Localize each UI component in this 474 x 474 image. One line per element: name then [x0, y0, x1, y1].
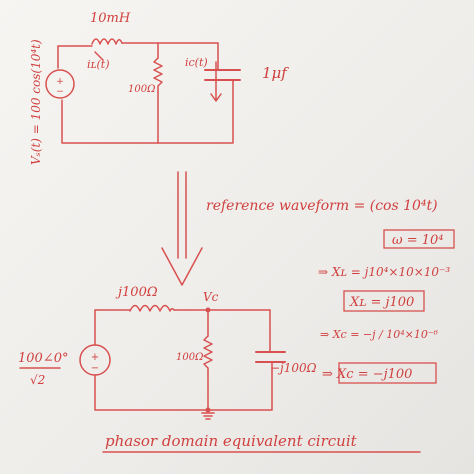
top-source-circle: [45, 69, 75, 99]
top-source-minus-icon: −: [56, 87, 64, 97]
phasor-source-circle: [79, 344, 111, 376]
phasor-capacitor-label: −j100Ω: [270, 361, 317, 375]
xc-result-box: [338, 362, 437, 384]
omega-value: ω = 10⁴: [392, 233, 444, 248]
calc-line-4: ⇒ Xc = −j100: [322, 367, 412, 382]
caption-text: phasor domain equivalent circuit: [105, 432, 358, 450]
phasor-resistor-label: 100Ω: [176, 352, 203, 363]
top-source-plus-icon: +: [56, 77, 64, 87]
phasor-node-label: Vc: [203, 290, 219, 304]
vc-node-dot: [205, 307, 211, 313]
top-resistor-zigzag: [153, 57, 163, 93]
ground-icon: [201, 412, 215, 420]
phasor-wire-bottom: [94, 371, 273, 411]
transform-down-arrow-icon: [161, 171, 203, 286]
ic-arrow-icon: [210, 61, 222, 102]
top-circuit: + −: [45, 38, 241, 144]
ground-node-dot: [205, 407, 211, 413]
top-wire-bottom: [61, 81, 234, 144]
xl-result-box: [343, 290, 425, 312]
source-equation-label: Vₛ(t) = 100 cos(10⁴t): [29, 39, 43, 165]
il-arrow-icon: [94, 51, 104, 61]
phasor-source-plus-icon: +: [91, 352, 99, 363]
omega-box: [383, 229, 455, 249]
top-resistor-label: 100Ω: [128, 84, 155, 95]
top-inductor-coil: [91, 38, 123, 45]
calc-line-2: Xʟ = j100: [349, 295, 414, 310]
inductor-current-label: iʟ(t): [87, 58, 110, 71]
phasor-inductor-label: j100Ω: [115, 285, 158, 300]
phasor-circuit: + −: [79, 304, 286, 420]
reference-waveform-text: reference waveform = (cos 10⁴t): [206, 198, 438, 214]
phasor-resistor-zigzag: [203, 335, 213, 373]
phasor-source-magnitude: 100∠0°: [18, 351, 68, 366]
phasor-source-minus-icon: −: [91, 363, 99, 374]
calc-line-3: ⇒ Xc = −j / 10⁴×10⁻⁶: [320, 328, 439, 341]
phasor-source-divisor: √2: [30, 373, 45, 387]
capacitor-value-label: 1μf: [262, 64, 289, 82]
calc-line-1: ⇒ Xʟ = j10⁴×10×10⁻³: [318, 265, 450, 279]
inductor-value-label: 10mH: [90, 11, 131, 26]
capacitor-current-label: ic(t): [185, 56, 208, 69]
phasor-inductor-coil: [129, 304, 175, 312]
